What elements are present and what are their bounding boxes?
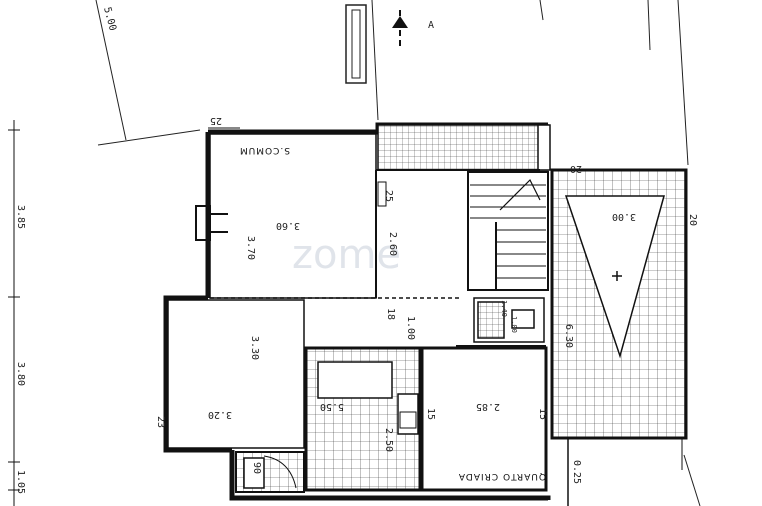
dim-corridor-100: 1.00 [405,316,416,340]
dim-wc-140: 1.40 [500,300,508,317]
label-sala-comum: S.COMUM [239,145,290,155]
dim-left-385: 3.85 [15,205,26,229]
site-boundary [95,0,701,506]
kitchen [304,346,422,492]
fireplace-icon [195,205,228,241]
dim-inner-15: 15 [425,408,436,420]
dim-room2-330: 3.30 [249,336,260,360]
dim-left-105: 1.05 [15,470,26,494]
entry-cabinet [243,457,265,489]
top-patio-post [537,124,551,171]
section-marker-icon [392,10,408,50]
dim-hall-260: 2.60 [387,232,398,256]
dim-top-20: 20 [570,163,582,174]
dim-wc-100: 1.00 [510,316,518,333]
dim-kitchen-250: 2.50 [383,428,394,452]
wc-room [473,297,545,343]
dim-hall-25: 25 [383,190,394,202]
dim-quarto-285: 2.85 [476,401,500,412]
terrace [550,168,688,440]
dim-sala-height: 3.70 [245,236,256,260]
dim-left-380: 3.80 [15,362,26,386]
dim-bottom-90: 90 [251,462,262,474]
section-marker-label: A [428,20,434,31]
top-patio-tiles [377,124,549,171]
left-dimension-line [8,120,20,506]
room-quarto-criada [420,346,548,492]
dim-right-20: 20 [687,214,698,226]
room-living [167,299,305,449]
gate-inner [351,9,361,79]
hall-column [377,181,387,207]
dim-quarto-15: 15 [537,408,548,420]
dim-top-25: 25 [210,115,222,126]
dim-23: 23 [155,416,166,428]
gate-post [345,4,367,84]
staircase [467,171,549,291]
dim-18: 18 [385,308,396,320]
dim-site-500: 5.00 [101,6,118,32]
dim-terrace-300: 3.00 [612,211,636,222]
label-quarto-criada: QUARTO CRIADA [458,471,546,481]
dim-room2-320: 3.20 [208,409,232,420]
dim-sala-width: 3.60 [276,220,300,231]
watermark: zome [292,232,401,278]
door-swing [263,455,297,489]
dim-terrace-630: 6.30 [563,324,574,348]
dim-bottom-025: 0.25 [571,460,582,484]
dim-kitchen-550: 5.50 [320,401,344,412]
